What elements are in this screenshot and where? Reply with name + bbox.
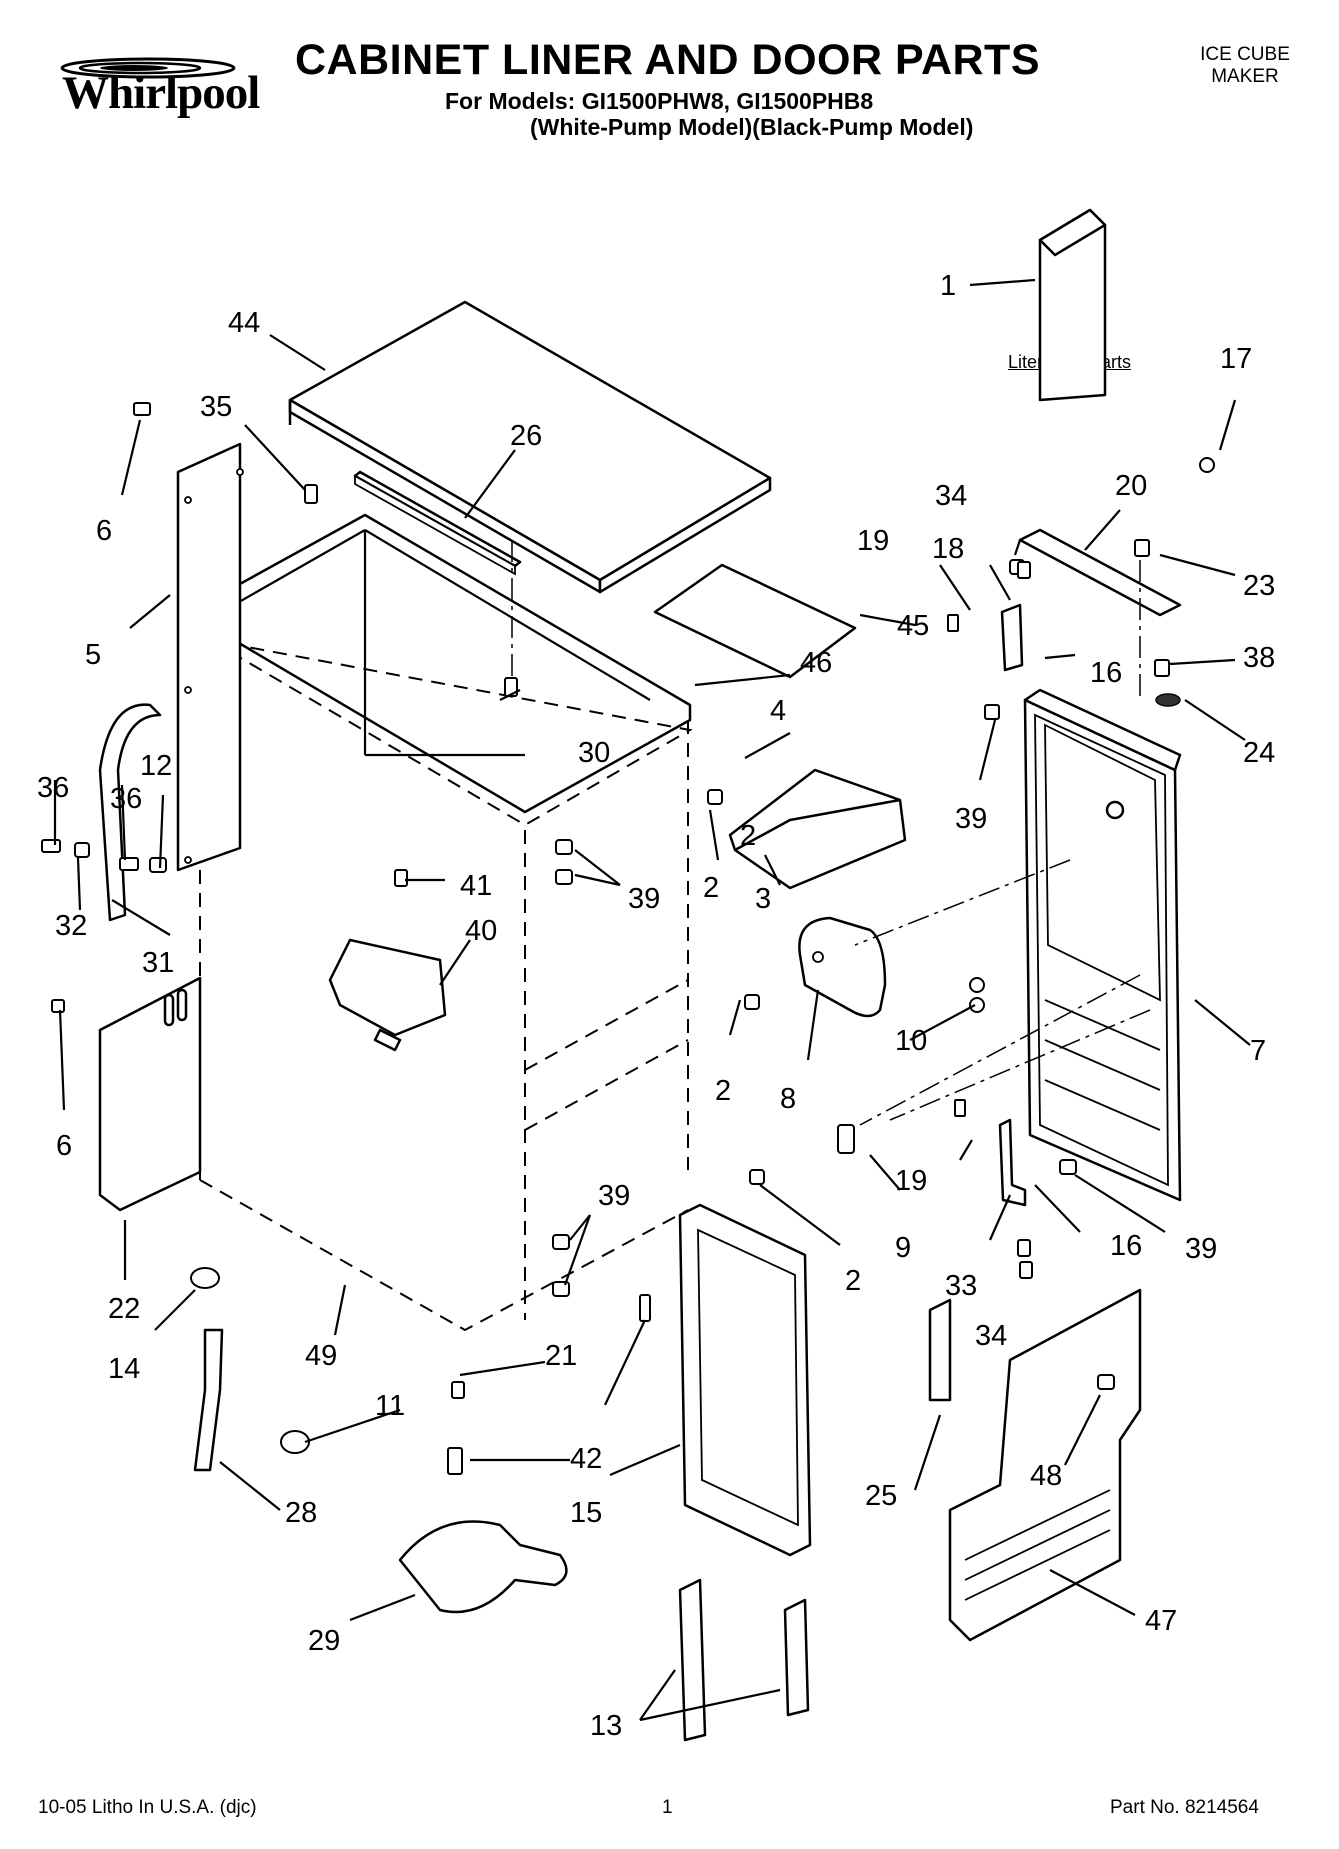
callout-11: 11 [375,1390,405,1422]
callout-15: 15 [570,1497,602,1529]
callout-13: 13 [590,1710,622,1742]
callout-41: 41 [460,870,492,902]
part-drain-hose [193,1328,224,1472]
callout-17: 17 [1220,343,1252,375]
callout-3: 3 [755,883,771,915]
part-door [1023,688,1182,1202]
part-door-gasket [678,1203,812,1557]
assembly-centerlines [511,540,1151,1126]
part-drain-tube [98,703,162,922]
page-number: 1 [662,1797,673,1818]
callout-1: 1 [940,270,956,302]
callout-leaders [53,278,1251,1722]
callout-34b: 34 [975,1320,1007,1352]
category-line-2: MAKER [1211,66,1279,87]
callout-25: 25 [865,1480,897,1512]
part-back-panel [98,976,202,1212]
model-variants: (White-Pump Model)(Black-Pump Model) [530,114,974,140]
part-rail [353,470,522,576]
callout-19b: 19 [895,1165,927,1197]
callout-40: 40 [465,915,497,947]
callout-7: 7 [1250,1035,1266,1067]
category-line-1: ICE CUBE [1200,44,1290,65]
callout-29: 29 [308,1625,340,1657]
part-hinge-strip [1018,528,1182,617]
model-numbers: For Models: GI1500PHW8, GI1500PHB8 [445,88,874,114]
callout-36a: 36 [37,772,69,804]
part-literature [1038,208,1107,402]
part-evaporator-cover [798,916,887,1018]
callout-10: 10 [895,1025,927,1057]
page-title: CABINET LINER AND DOOR PARTS [295,36,1040,84]
callout-39c: 39 [598,1180,630,1212]
callout-14: 14 [108,1353,140,1385]
callout-28: 28 [285,1497,317,1529]
callout-21: 21 [545,1340,577,1372]
callout-42: 42 [570,1443,602,1475]
part-shelf-bracket [728,768,907,890]
part-trim-left [678,1578,707,1742]
callout-26: 26 [510,420,542,452]
hardware-screws [41,402,1215,1475]
callout-35: 35 [200,391,232,423]
callout-19a: 19 [857,525,889,557]
callout-5: 5 [85,639,101,671]
callout-2a: 2 [703,872,719,904]
callout-39d: 39 [1185,1233,1217,1265]
callout-22: 22 [108,1293,140,1325]
brand-logo: Whirlpool [62,67,260,119]
callout-18: 18 [932,533,964,565]
callout-12: 12 [140,750,172,782]
part-trim-right [783,1598,810,1717]
callout-31: 31 [142,947,174,979]
part-top-cover [288,300,772,594]
callout-2d: 2 [740,820,756,852]
callout-16a: 16 [1090,657,1122,689]
callout-45: 45 [897,610,929,642]
callout-4: 4 [770,695,786,727]
callout-6a: 6 [96,515,112,547]
callout-2b: 2 [715,1075,731,1107]
callout-44: 44 [228,307,260,339]
callout-34a: 34 [935,480,967,512]
callout-24: 24 [1243,737,1275,769]
print-info: 10-05 Litho In U.S.A. (djc) [38,1797,257,1818]
callout-numbers: 1 2 2 2 2 3 4 5 6 6 7 8 9 10 11 12 13 14… [37,270,1275,1742]
part-number: Part No. 8214564 [1110,1797,1259,1818]
callout-6b: 6 [56,1130,72,1162]
callout-33: 33 [945,1270,977,1302]
callout-30: 30 [578,737,610,769]
callout-2c: 2 [845,1265,861,1297]
callout-38: 38 [1243,642,1275,674]
callout-49: 49 [305,1340,337,1372]
callout-36b: 36 [110,783,142,815]
callout-39a: 39 [955,803,987,835]
part-insulation-pad [653,563,857,679]
part-ice-scoop [398,1520,568,1614]
callout-32: 32 [55,910,87,942]
part-cabinet-liner [176,442,693,1332]
part-rear-grille [948,1288,1142,1642]
callout-48: 48 [1030,1460,1062,1492]
callout-39b: 39 [628,883,660,915]
callout-9: 9 [895,1232,911,1264]
part-upper-hinge [1000,603,1024,672]
callout-47: 47 [1145,1605,1177,1637]
callout-16b: 16 [1110,1230,1142,1262]
callout-46: 46 [800,647,832,679]
product-category: ICE CUBE MAKER [1180,44,1310,88]
part-clip [928,1298,952,1402]
part-diverter [328,938,447,1052]
callout-20: 20 [1115,470,1147,502]
callout-23: 23 [1243,570,1275,602]
whirlpool-swirl-icon [60,57,236,79]
part-lower-hinge [998,1118,1027,1207]
callout-8: 8 [780,1083,796,1115]
